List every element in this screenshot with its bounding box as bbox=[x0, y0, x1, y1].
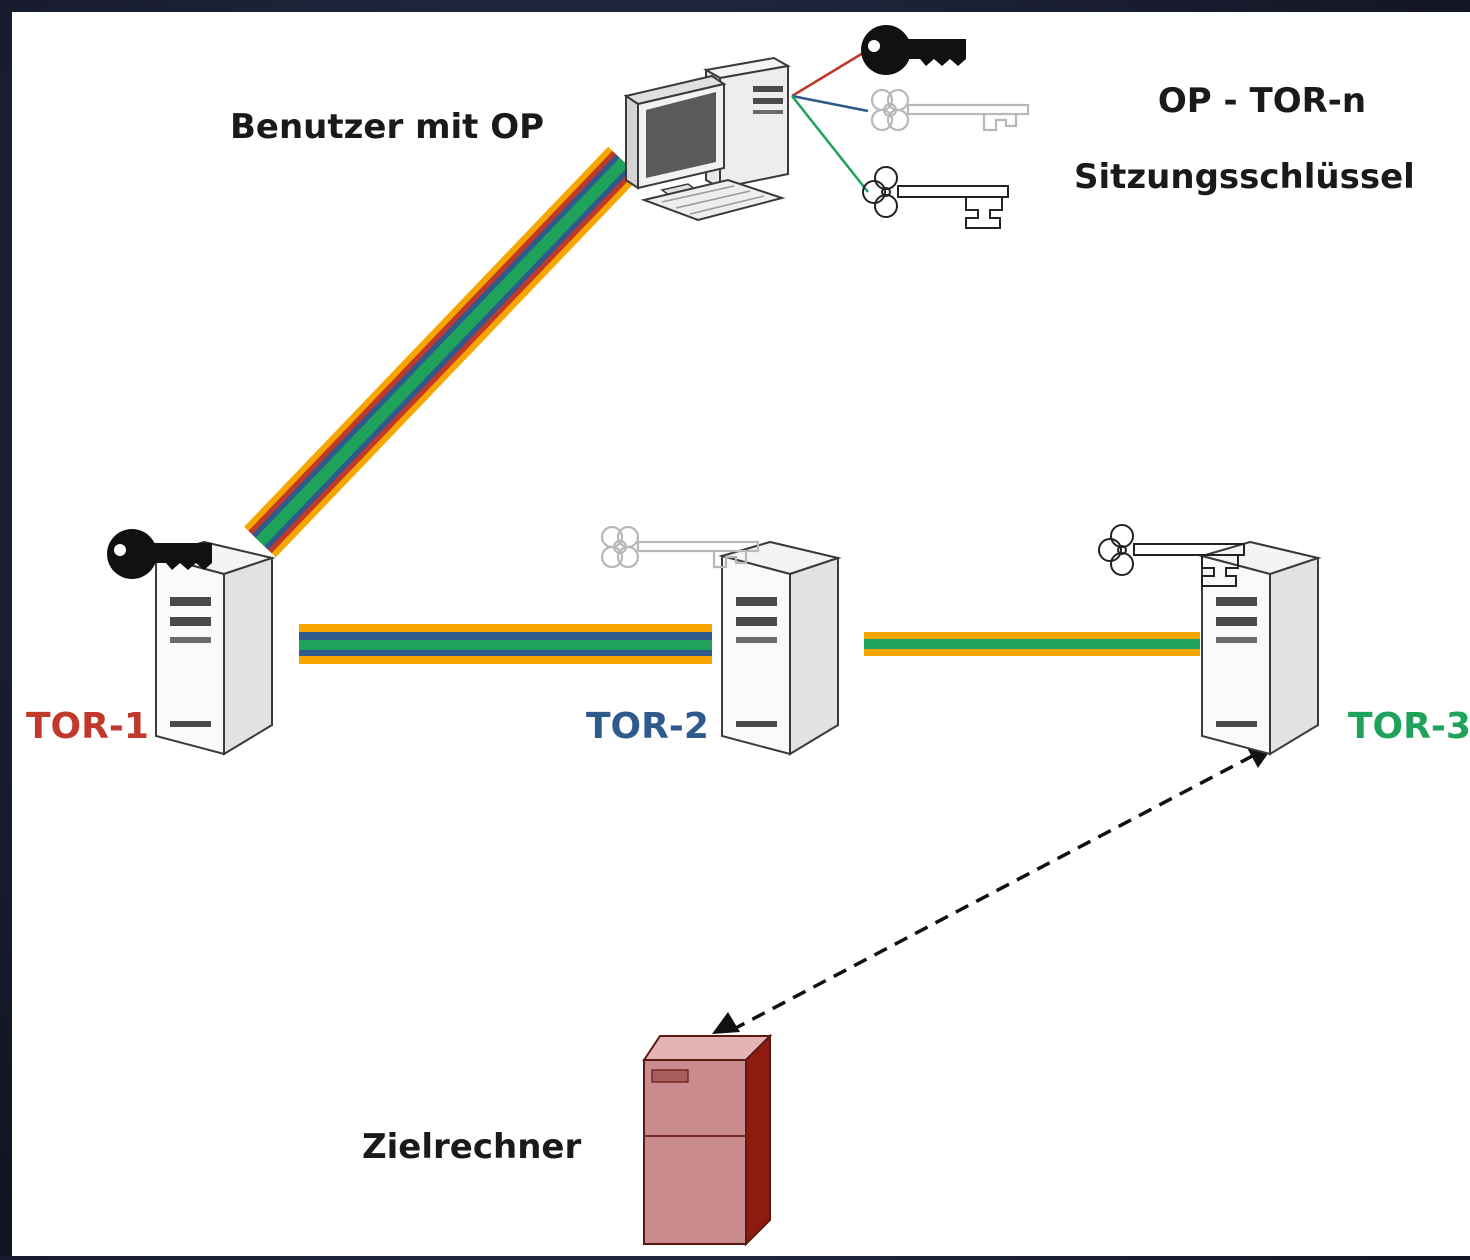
link-tor3-target bbox=[712, 742, 1276, 1034]
tor3-label: TOR-3 bbox=[1348, 706, 1470, 747]
link-tor2-tor3 bbox=[864, 632, 1200, 656]
key-line-tor1 bbox=[791, 48, 869, 98]
link-tor1-tor2 bbox=[299, 624, 712, 664]
link-user-tor1 bbox=[244, 146, 640, 558]
tor2-server-icon bbox=[721, 541, 839, 755]
tor1-label: TOR-1 bbox=[26, 706, 149, 747]
tor2-label: TOR-2 bbox=[586, 706, 709, 747]
tor-circuit-diagram: Benutzer mit OP OP - TOR-n Sitzungsschlü… bbox=[26, 25, 1470, 1247]
white-key-icon bbox=[862, 166, 1009, 229]
desktop-computer-icon bbox=[623, 56, 791, 222]
key-line-tor2 bbox=[791, 94, 869, 113]
keys-title-line2: Sitzungsschlüssel bbox=[1074, 157, 1415, 197]
tor1-server-icon bbox=[155, 541, 273, 755]
user-label: Benutzer mit OP bbox=[230, 107, 544, 147]
ornate-white-key-icon bbox=[870, 88, 1030, 132]
keys-title-line1: OP - TOR-n bbox=[1158, 81, 1366, 121]
black-key-icon bbox=[861, 25, 966, 75]
target-server-icon bbox=[642, 1033, 773, 1247]
tor3-server-icon bbox=[1201, 541, 1319, 755]
key-line-tor3 bbox=[791, 95, 869, 193]
target-label: Zielrechner bbox=[362, 1127, 581, 1167]
diagram-canvas: Benutzer mit OP OP - TOR-n Sitzungsschlü… bbox=[12, 12, 1470, 1256]
